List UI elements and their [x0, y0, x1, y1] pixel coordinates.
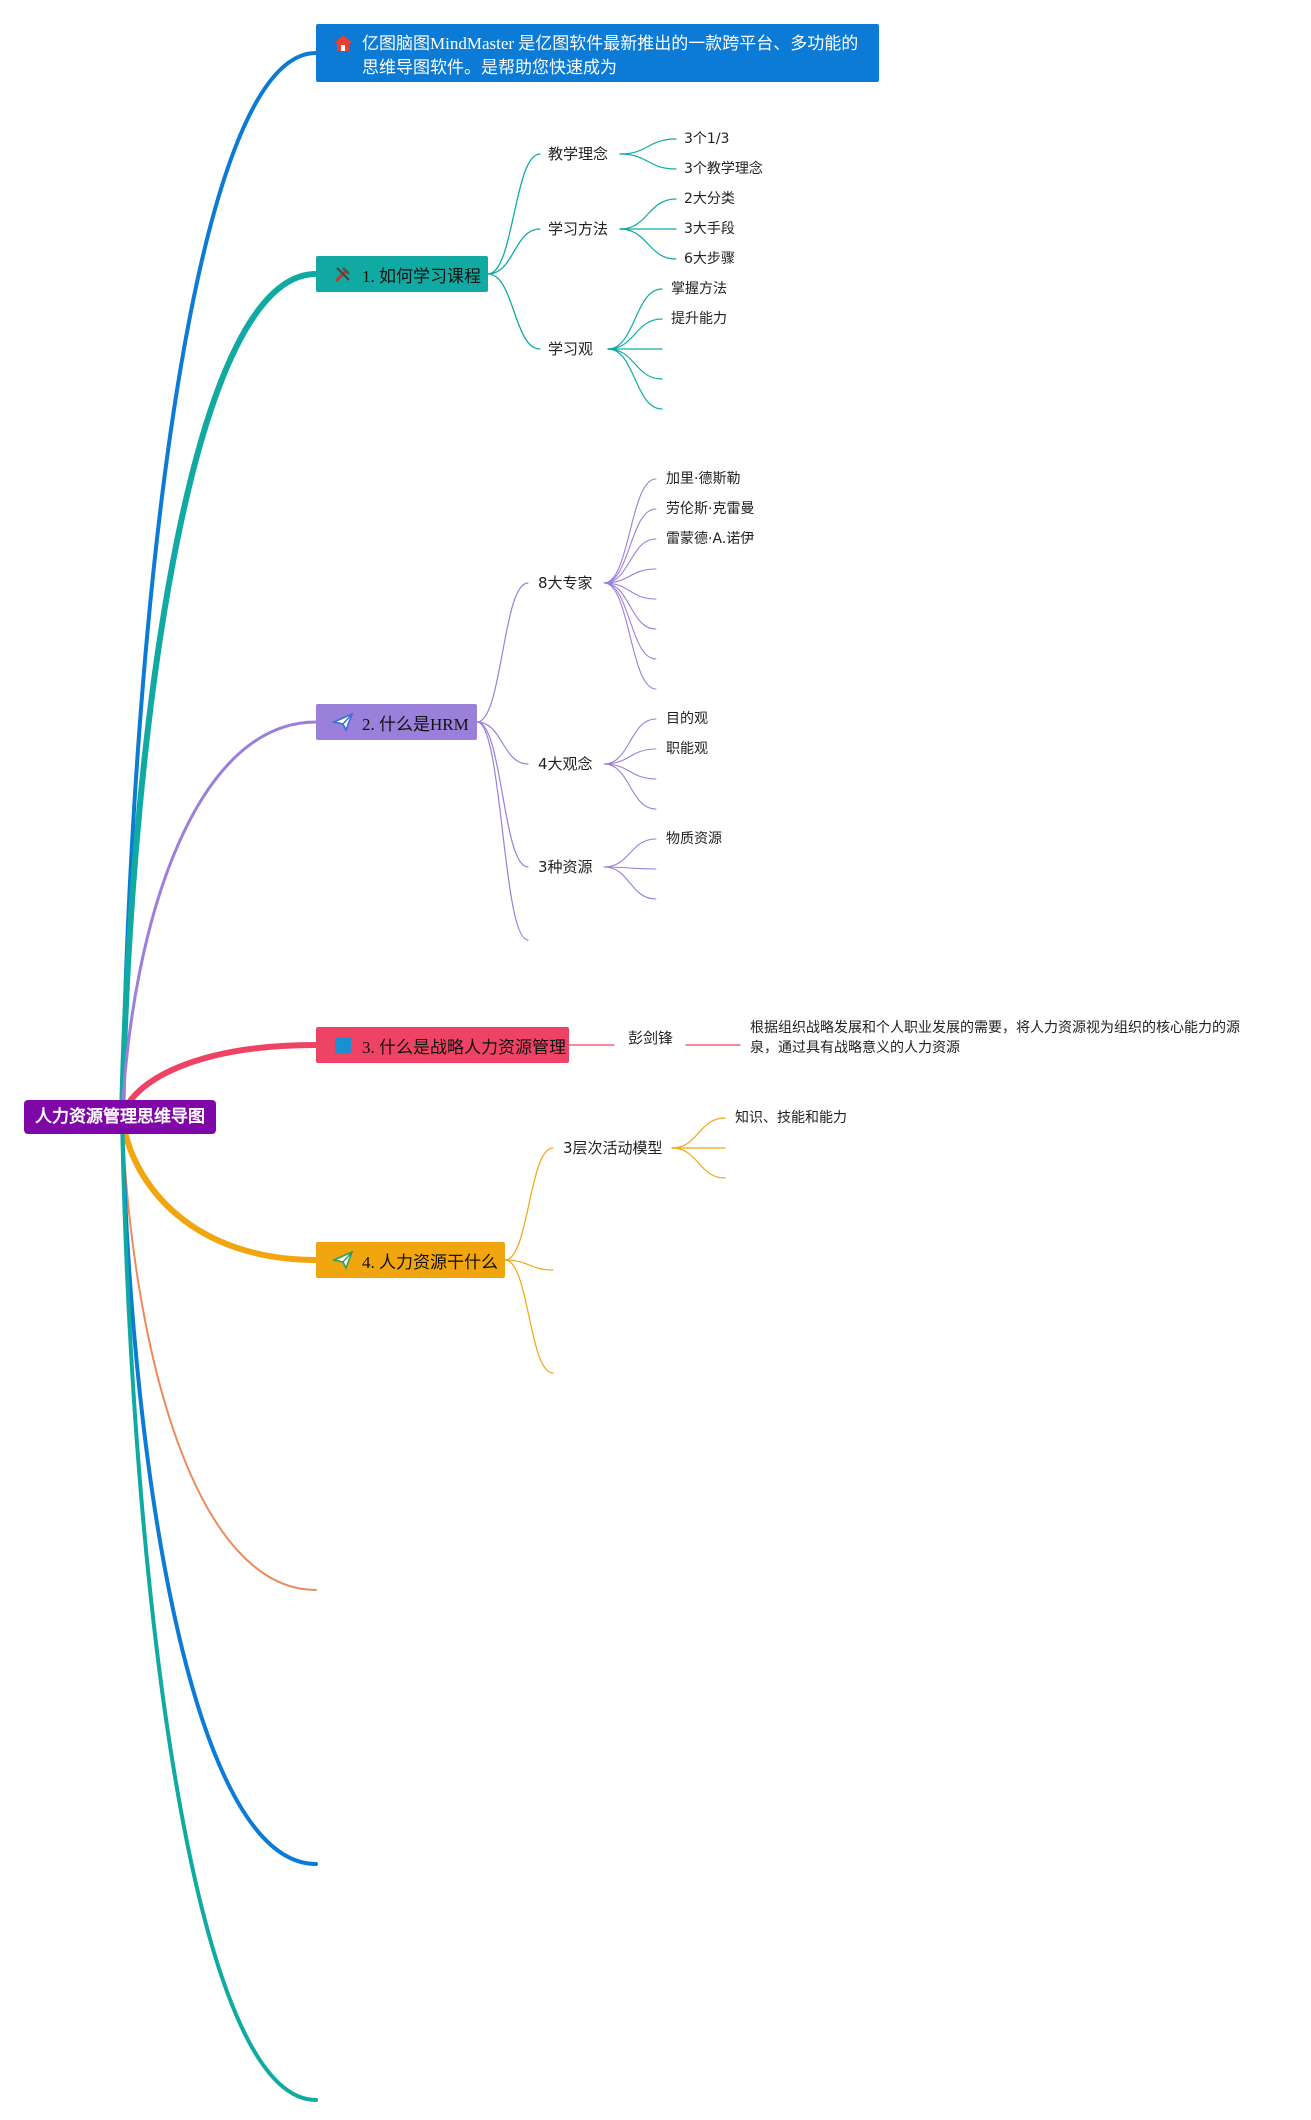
leaf-topic[interactable]: 知识、技能和能力: [735, 1110, 847, 1126]
subtopic-8-experts[interactable]: 8大专家: [538, 574, 593, 592]
main-topic-label: 2. 什么是HRM: [362, 714, 469, 734]
leaf-topic[interactable]: 物质资源: [666, 831, 722, 847]
leaf-topic[interactable]: 职能观: [666, 741, 708, 757]
square-icon: [332, 1034, 354, 1056]
paper-plane-icon: [332, 1249, 354, 1271]
leaf-topic[interactable]: 3个1/3: [684, 131, 730, 147]
leaf-topic[interactable]: 掌握方法: [671, 281, 727, 297]
sub-connector: [476, 721, 529, 941]
branch-connector: [120, 720, 318, 1119]
subtopic-3-level-model[interactable]: 3层次活动模型: [563, 1139, 663, 1157]
sub-connector: [607, 318, 663, 350]
tools-icon: [332, 263, 354, 285]
sub-connector: [603, 866, 657, 900]
sub-connector: [619, 153, 677, 170]
branch-connector: [121, 1116, 317, 1591]
leaf-topic[interactable]: 6大步骤: [684, 251, 735, 267]
leaf-topic[interactable]: 3大手段: [684, 221, 735, 237]
sub-connector: [476, 582, 529, 723]
sub-connector: [619, 138, 677, 155]
main-topic-intro[interactable]: 亿图脑图MindMaster 是亿图软件最新推出的一款跨平台、多功能的思维导图软…: [316, 24, 879, 82]
leaf-topic[interactable]: 雷蒙德·A.诺伊: [666, 531, 755, 547]
root-topic[interactable]: 人力资源管理思维导图: [24, 1100, 216, 1134]
sub-connector: [487, 228, 541, 275]
leaf-topic[interactable]: 2大分类: [684, 191, 735, 207]
subtopic-4-concepts[interactable]: 4大观念: [538, 755, 593, 773]
main-topic-label: 3. 什么是战略人力资源管理: [362, 1037, 566, 1057]
sub-connector: [603, 748, 657, 765]
leaf-topic[interactable]: 劳伦斯·克雷曼: [666, 501, 755, 517]
sub-connector: [603, 763, 657, 810]
branch-connector: [119, 271, 319, 1120]
subtopic-teaching-concept[interactable]: 教学理念: [548, 145, 609, 163]
sub-connector: [504, 1259, 554, 1271]
sub-connector: [607, 288, 663, 350]
sub-connector: [476, 721, 529, 868]
sub-connector: [504, 1259, 554, 1374]
leaf-topic[interactable]: 3个教学理念: [684, 161, 763, 177]
sub-connector: [476, 721, 529, 765]
sub-connector: [603, 478, 657, 584]
sub-connector: [671, 1147, 726, 1179]
leaf-topic[interactable]: 加里·德斯勒: [666, 471, 741, 487]
main-topic-label: 亿图脑图MindMaster 是亿图软件最新推出的一款跨平台、多功能的思维导图软…: [362, 34, 859, 77]
sub-connector: [603, 538, 657, 584]
sub-connector: [603, 508, 657, 584]
branch-connector: [120, 51, 318, 1119]
sub-connector: [607, 348, 663, 380]
leaf-topic[interactable]: 提升能力: [671, 311, 727, 327]
sub-connector: [603, 763, 657, 780]
subtopic-learning-method[interactable]: 学习方法: [548, 220, 609, 238]
sub-connector: [671, 1117, 726, 1149]
branch-connector: [119, 1114, 319, 1263]
sub-connector: [619, 198, 677, 230]
sub-connector: [603, 582, 657, 600]
sub-connector: [487, 273, 541, 350]
subtopic-peng-jianfeng[interactable]: 彭剑锋: [628, 1029, 674, 1047]
leaf-topic[interactable]: 目的观: [666, 711, 708, 727]
sub-connector: [603, 838, 657, 868]
sub-connector: [603, 718, 657, 765]
sub-connector: [603, 582, 657, 660]
main-topic-1[interactable]: 1. 如何学习课程: [316, 256, 488, 292]
sub-connector: [603, 582, 657, 630]
sub-connector: [603, 582, 657, 690]
leaf-description[interactable]: 根据组织战略发展和个人职业发展的需要，将人力资源视为组织的核心能力的源泉，通过具…: [750, 1020, 1240, 1056]
sub-connector: [487, 153, 541, 275]
sub-connector: [607, 348, 663, 410]
sub-connector: [504, 1147, 554, 1261]
branch-connector: [120, 1115, 318, 2102]
branch-connector: [120, 1115, 318, 1866]
main-topic-3[interactable]: 3. 什么是战略人力资源管理: [316, 1027, 569, 1063]
paper-plane-icon: [332, 711, 354, 733]
sub-connector: [619, 228, 677, 260]
main-topic-2[interactable]: 2. 什么是HRM: [316, 704, 477, 740]
main-topic-label: 4. 人力资源干什么: [362, 1252, 498, 1272]
sub-connector: [603, 568, 657, 584]
main-topic-label: 1. 如何学习课程: [362, 266, 481, 286]
subtopic-learning-view[interactable]: 学习观: [548, 340, 594, 358]
house-icon: [332, 32, 354, 54]
subtopic-3-resources[interactable]: 3种资源: [538, 858, 593, 876]
main-topic-4[interactable]: 4. 人力资源干什么: [316, 1242, 505, 1278]
